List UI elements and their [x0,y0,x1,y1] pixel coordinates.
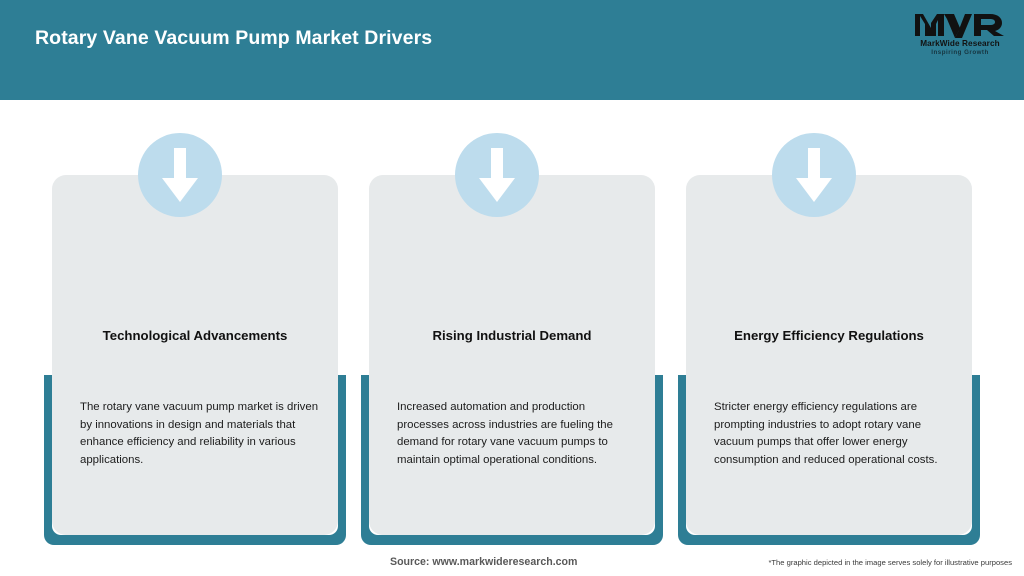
down-arrow-icon [162,148,198,202]
down-arrow-icon [796,148,832,202]
driver-card-group-3: Energy Efficiency Regulations Stricter e… [671,100,988,545]
footer-disclaimer: *The graphic depicted in the image serve… [768,558,1012,567]
driver-card-body: Increased automation and production proc… [397,401,613,466]
driver-card-title: Technological Advancements [102,328,288,343]
driver-card-title: Rising Industrial Demand [432,328,592,343]
driver-card-group-2: Rising Industrial Demand Increased autom… [354,100,671,545]
mwr-logo-mark [915,14,1004,38]
down-arrow-icon [479,148,515,202]
page-header: Rotary Vane Vacuum Pump Market Drivers M… [0,0,1024,100]
driver-card[interactable]: Technological Advancements The rotary va… [52,175,338,535]
logo-company-name: MarkWide Research [920,39,1000,48]
driver-card[interactable]: Rising Industrial Demand Increased autom… [369,175,655,535]
driver-card-body: Stricter energy efficiency regulations a… [714,401,938,466]
driver-card[interactable]: Energy Efficiency Regulations Stricter e… [686,175,972,535]
drivers-card-row: Technological Advancements The rotary va… [0,100,1024,545]
footer-source: Source: www.markwideresearch.com [390,556,578,568]
driver-card-group-1: Technological Advancements The rotary va… [37,100,354,545]
logo-tagline: Inspiring Growth [931,49,989,56]
page-title: Rotary Vane Vacuum Pump Market Drivers [35,27,433,49]
driver-card-body: The rotary vane vacuum pump market is dr… [80,401,319,466]
markwide-research-logo: MarkWide Research Inspiring Growth [914,11,1006,63]
driver-card-title: Energy Efficiency Regulations [734,328,924,343]
